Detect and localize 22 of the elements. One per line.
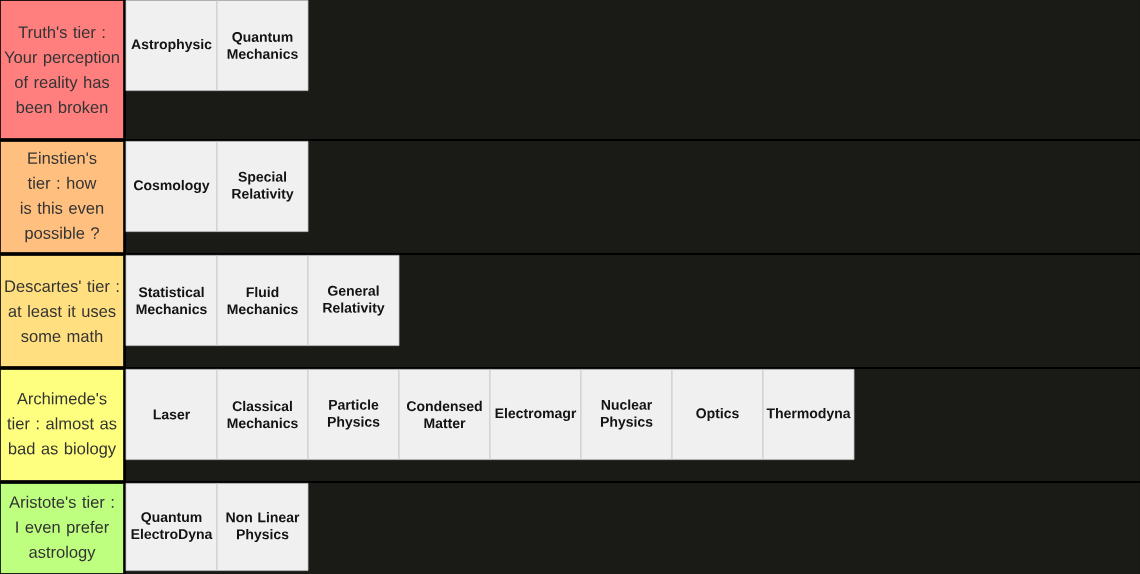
tier-label: Aristote's tier : I even prefer astrology — [0, 483, 124, 574]
topic-tile: Non Linear Physics — [216, 483, 309, 571]
topic-tile: Particle Physics — [307, 369, 400, 460]
topic-tile: Quantum ElectroDyna — [125, 483, 218, 571]
topic-tile: Fluid Mechanics — [216, 255, 309, 346]
tier-label: Descartes' tier : at least it uses some math — [0, 255, 124, 367]
topic-tile: Electromagr — [489, 369, 582, 460]
topic-tile: Laser — [125, 369, 218, 460]
tier-label: Truth's tier : Your perception of reality has been broken — [0, 0, 124, 139]
topic-tile: Optics — [671, 369, 764, 460]
topic-tile: General Relativity — [307, 255, 400, 346]
tier-label: Einstien's tier : how is this even possible ? — [0, 141, 124, 253]
topic-tile: Thermodyna — [762, 369, 855, 460]
topic-tile: Nuclear Physics — [580, 369, 673, 460]
topic-tile: Classical Mechanics — [216, 369, 309, 460]
topic-tile: Special Relativity — [216, 141, 309, 232]
topic-tile: Statistical Mechanics — [125, 255, 218, 346]
topic-tile: Quantum Mechanics — [216, 0, 309, 91]
tier-label: Archimede's tier : almost as bad as biology — [0, 369, 124, 481]
topic-tile: Condensed Matter — [398, 369, 491, 460]
topic-tile: Astrophysic — [125, 0, 218, 91]
topic-tile: Cosmology — [125, 141, 218, 232]
